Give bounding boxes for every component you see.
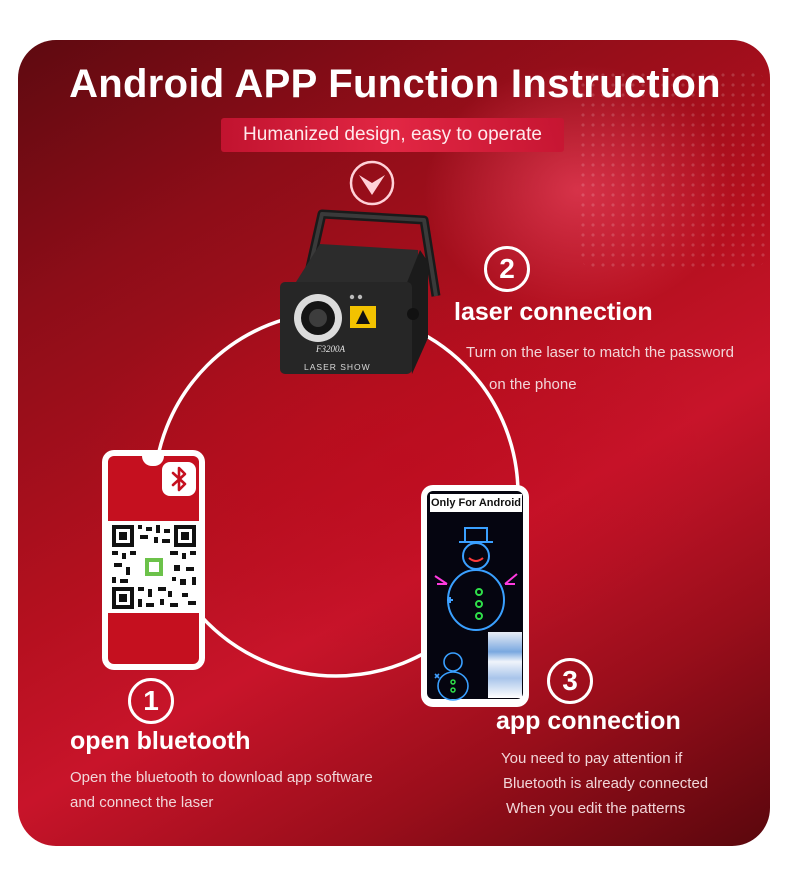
model-label: F3200A <box>315 344 345 354</box>
step-2-heading: laser connection <box>454 298 653 326</box>
only-android-label: Only For Android <box>430 494 522 512</box>
step-2-desc-line-2: on the phone <box>489 376 577 393</box>
step-2-number: 2 <box>484 246 530 292</box>
app-screenshot-thumb <box>488 632 522 698</box>
bluetooth-icon <box>162 462 196 496</box>
page-title: Android APP Function Instruction <box>69 62 721 106</box>
chevron-down-icon <box>349 160 395 206</box>
subtitle-banner: Humanized design, easy to operate <box>221 118 564 152</box>
step-1-heading: open bluetooth <box>70 727 251 755</box>
step-3-number: 3 <box>547 658 593 704</box>
phone-right <box>421 485 529 707</box>
step-3-heading: app connection <box>496 707 681 735</box>
step-2-desc-line-1: Turn on the laser to match the password <box>466 344 734 361</box>
laser-projector-icon <box>280 209 441 374</box>
step-3-desc-line-3: When you edit the patterns <box>506 800 686 817</box>
step-1-desc-line-2: and connect the laser <box>70 794 214 811</box>
qr-code <box>108 521 200 613</box>
snowman-pattern <box>434 527 518 701</box>
step-1-number: 1 <box>128 678 174 724</box>
step-1-desc-line-1: Open the bluetooth to download app softw… <box>70 769 373 786</box>
panel-label: LASER SHOW <box>304 362 371 372</box>
step-3-desc-line-1: You need to pay attention if <box>501 750 683 767</box>
dot-pattern <box>578 70 768 270</box>
step-3-desc-line-2: Bluetooth is already connected <box>503 775 709 792</box>
phone-left-notch <box>142 456 164 466</box>
